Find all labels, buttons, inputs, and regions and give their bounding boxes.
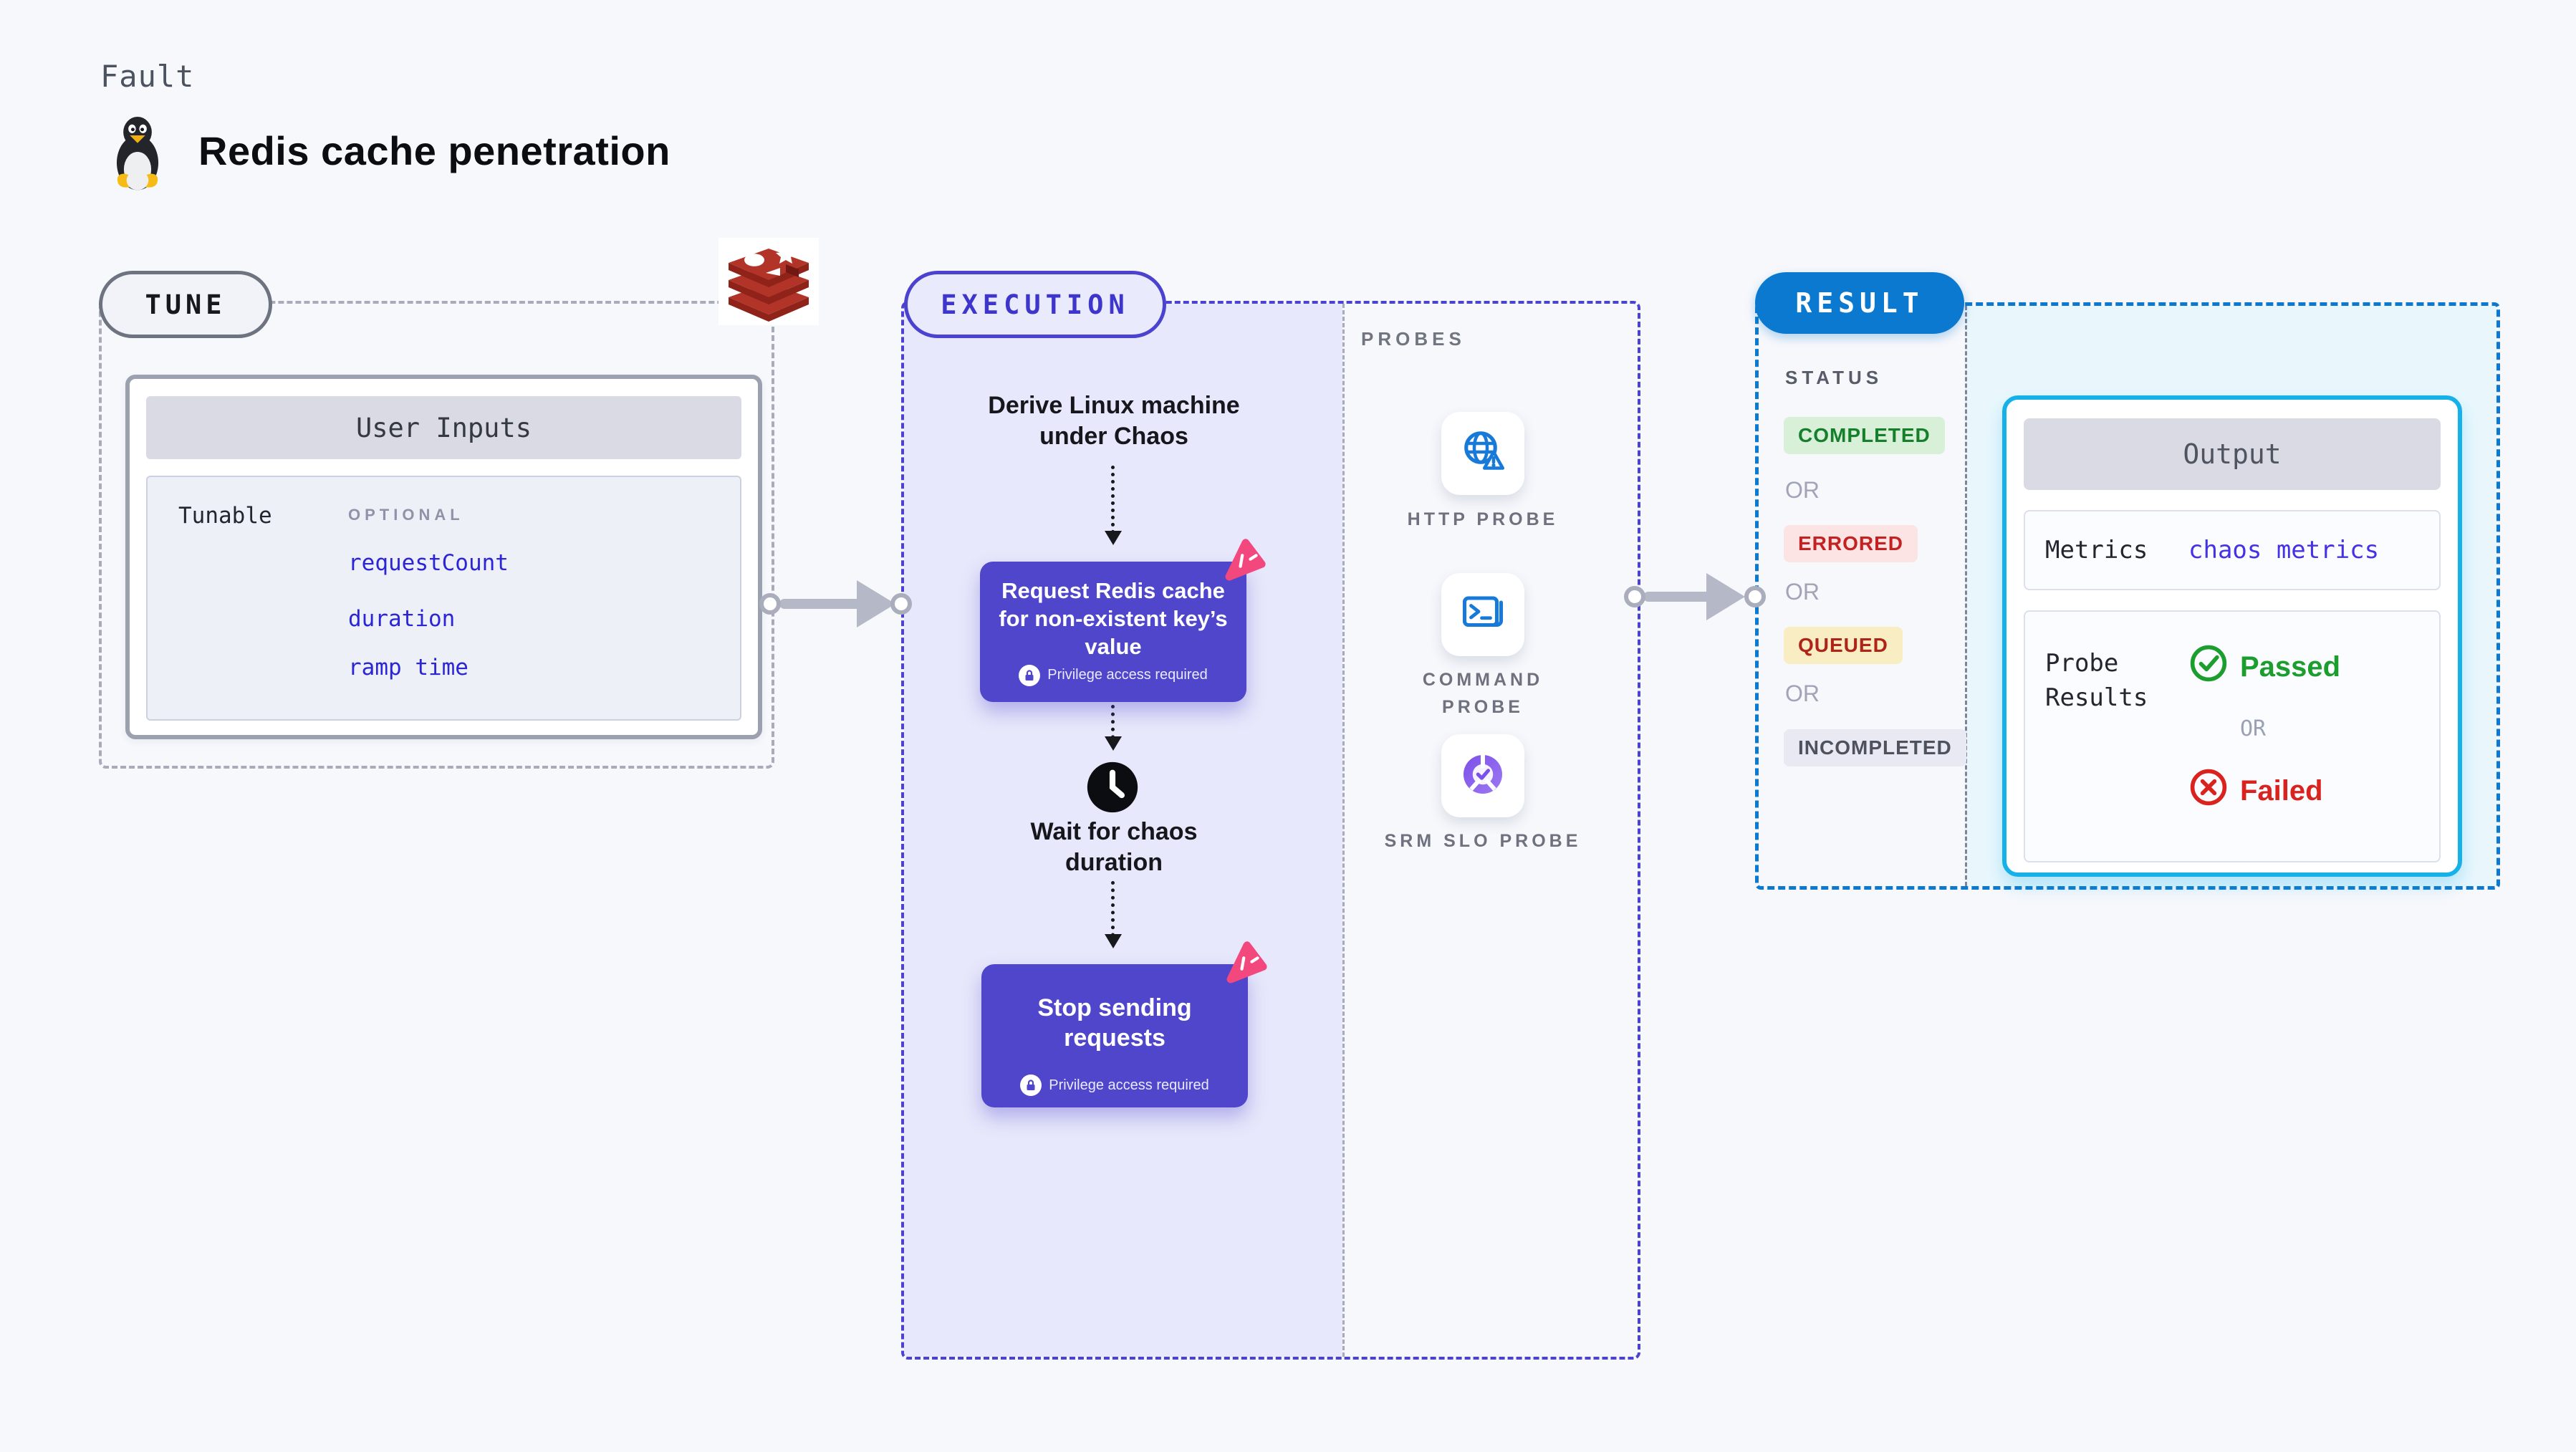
- status-column-label: STATUS: [1785, 367, 1883, 388]
- derive-step-label: Derive Linux machine under Chaos: [988, 392, 1240, 450]
- privilege-note: Privilege access required: [1020, 1074, 1209, 1096]
- clock-icon: [1086, 761, 1139, 814]
- status-badge-queued: QUEUED: [1784, 627, 1903, 664]
- http-probe-label: HTTP PROBE: [1407, 509, 1559, 529]
- connector-dot: [1744, 586, 1766, 607]
- globe-warning-icon: [1457, 426, 1509, 481]
- or-separator: OR: [2240, 716, 2267, 741]
- page-title: Redis cache penetration: [198, 128, 671, 173]
- srm-slo-probe-label: SRM SLO PROBE: [1384, 831, 1582, 851]
- connector-line: [1643, 592, 1712, 602]
- privilege-note: Privilege access required: [1019, 664, 1208, 686]
- user-inputs-card: User Inputs Tunable OPTIONAL requestCoun…: [125, 375, 762, 739]
- output-card: Output Metrics chaos metrics Probe Resul…: [2002, 395, 2462, 877]
- failed-row: Failed: [2188, 767, 2340, 814]
- tux-linux-icon: [105, 115, 170, 193]
- privilege-note-text: Privilege access required: [1049, 1077, 1209, 1093]
- srm-slo-probe-card: [1441, 734, 1524, 817]
- lock-icon: [1019, 664, 1041, 686]
- or-separator: OR: [1785, 579, 1820, 605]
- flow-arrow-down: [1105, 881, 1122, 948]
- param-link-requestcount[interactable]: requestCount: [348, 550, 509, 576]
- http-probe-card: [1441, 412, 1524, 495]
- output-header: Output: [2024, 418, 2441, 490]
- user-inputs-body: Tunable OPTIONAL requestCount duration r…: [146, 476, 741, 721]
- status-badge-incompleted: INCOMPLETED: [1784, 729, 1966, 766]
- lock-icon: [1020, 1074, 1042, 1096]
- failed-label: Failed: [2240, 774, 2323, 807]
- param-link-ramp-time[interactable]: ramp time: [348, 655, 468, 681]
- connector-dot: [890, 593, 912, 615]
- connector-dot: [759, 593, 781, 615]
- passed-label: Passed: [2240, 650, 2341, 683]
- command-probe-card: [1441, 573, 1524, 656]
- probes-column-label: PROBES: [1361, 328, 1466, 350]
- connector-dot: [1624, 586, 1645, 607]
- connector-line: [779, 599, 864, 609]
- x-circle-icon: [2188, 767, 2229, 814]
- result-status-separator: [1965, 306, 1967, 886]
- probe-results-values: Passed OR Failed: [2188, 643, 2340, 814]
- execution-probes-separator: [1342, 304, 1345, 1357]
- execution-section-border: [901, 301, 1640, 1360]
- passed-row: Passed: [2188, 643, 2340, 691]
- command-probe-label: COMMAND PROBE: [1422, 670, 1544, 717]
- param-link-duration[interactable]: duration: [348, 606, 456, 632]
- request-step-label: Request Redis cache for non-existent key…: [999, 577, 1228, 659]
- or-separator: OR: [1785, 477, 1820, 503]
- slo-donut-check-icon: [1457, 749, 1509, 804]
- wait-step-label: Wait for chaos duration: [1030, 818, 1198, 876]
- tune-badge: TUNE: [99, 271, 272, 338]
- request-redis-step-node: Request Redis cache for non-existent key…: [980, 562, 1246, 702]
- chaos-hub-badge-icon: [1214, 537, 1269, 587]
- status-badge-errored: ERRORED: [1784, 525, 1918, 562]
- execution-lavender-area: [904, 304, 1342, 1357]
- terminal-icon: [1457, 587, 1509, 643]
- execution-badge: EXECUTION: [904, 271, 1166, 338]
- probe-results-row: Probe Results Passed OR: [2024, 610, 2441, 862]
- chaos-metrics-link[interactable]: chaos metrics: [2188, 536, 2380, 564]
- fault-kicker: Fault: [100, 59, 195, 94]
- flow-arrow-down: [1105, 466, 1122, 545]
- tunable-label: Tunable: [178, 503, 272, 529]
- redis-logo-icon: [719, 238, 819, 325]
- check-circle-icon: [2188, 643, 2229, 691]
- chaos-hub-badge-icon: [1216, 939, 1270, 990]
- stop-step-label: Stop sending requests: [1037, 994, 1192, 1052]
- flow-arrow-down: [1105, 705, 1122, 751]
- privilege-note-text: Privilege access required: [1047, 667, 1208, 683]
- metrics-row: Metrics chaos metrics: [2024, 510, 2441, 590]
- metrics-label: Metrics: [2045, 536, 2148, 564]
- result-badge: RESULT: [1755, 272, 1964, 334]
- connector-arrowhead: [857, 580, 895, 628]
- status-badge-completed: COMPLETED: [1784, 417, 1945, 454]
- user-inputs-header: User Inputs: [146, 396, 741, 459]
- tune-section-border: [99, 301, 774, 769]
- connector-arrowhead: [1706, 573, 1745, 620]
- or-separator: OR: [1785, 681, 1820, 706]
- stop-sending-step-node: Stop sending requests Privilege access r…: [981, 964, 1248, 1107]
- optional-label: OPTIONAL: [348, 506, 464, 524]
- probe-results-label: Probe Results: [2045, 649, 2148, 712]
